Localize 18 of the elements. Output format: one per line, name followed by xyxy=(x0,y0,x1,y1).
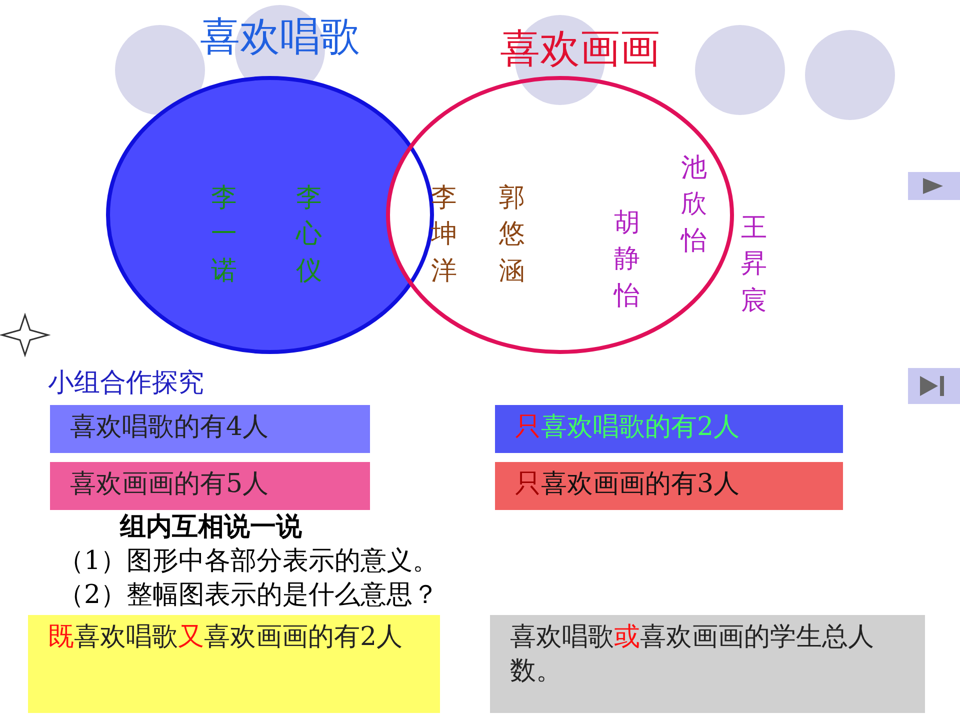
student-name: 郭悠涵 xyxy=(498,182,526,288)
prompt-text: 组内互相说一说 xyxy=(120,512,302,544)
student-name: 王昇宸 xyxy=(740,212,768,318)
student-name: 池欣怡 xyxy=(680,152,708,258)
prompt-text: （1）图形中各部分表示的意义。 xyxy=(58,546,439,578)
prompt-text: 小组合作探究 xyxy=(48,368,204,400)
statement-box: 喜欢唱歌或喜欢画画的学生总人数。 xyxy=(490,615,925,713)
student-name: 胡静怡 xyxy=(613,207,641,313)
statement-box: 只喜欢唱歌的有2人 xyxy=(495,405,843,453)
set-heading: 喜欢画画 xyxy=(500,25,660,73)
statement-box: 喜欢唱歌的有4人 xyxy=(50,405,370,453)
student-name: 李一诺 xyxy=(210,182,238,288)
statement-box: 喜欢画画的有5人 xyxy=(50,462,370,510)
prompt-text: （2）整幅图表示的是什么意思？ xyxy=(58,580,439,612)
set-heading: 喜欢唱歌 xyxy=(200,13,360,61)
statement-box: 只喜欢画画的有3人 xyxy=(495,462,843,510)
statement-box: 既喜欢唱歌又喜欢画画的有2人 xyxy=(28,615,440,713)
student-name: 李心仪 xyxy=(295,182,323,288)
